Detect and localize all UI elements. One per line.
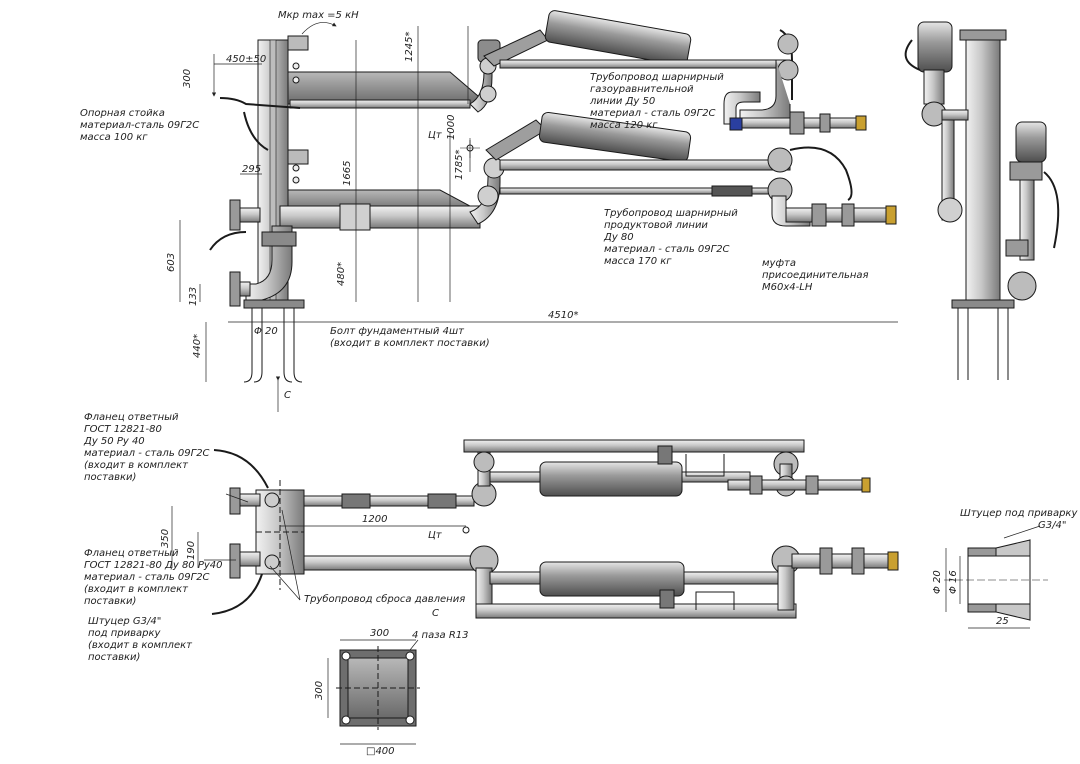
note-fitting-4: поставки)	[88, 652, 141, 663]
dim-1785: 1785*	[454, 149, 465, 180]
upper-arm-plate	[287, 71, 479, 105]
note-gas-line-5: масса 120 кг	[590, 120, 658, 131]
dim-603: 603	[166, 252, 177, 272]
note-fitting-1: Штуцер G3/4"	[88, 616, 162, 627]
section-c-plan: С	[432, 608, 439, 619]
note-flange-du50: Фланец ответный ГОСТ 12821-80 Ду 50 Ру 4…	[84, 412, 210, 484]
note-bolt-1: Болт фундаментный 4шт	[330, 326, 464, 337]
note-product-line-2: продуктовой линии	[604, 220, 708, 231]
note-flange1-3: Ду 50 Ру 40	[84, 436, 145, 447]
note-fitting-2: под приварку	[88, 628, 161, 639]
note-gas-line: Трубопровод шарнирный газоуравнительной …	[590, 72, 724, 132]
dim-295: 295	[242, 164, 262, 175]
dim-1000: 1000	[446, 114, 457, 140]
dim-thread: G3/4"	[1038, 520, 1067, 531]
note-coupling-2: присоединительная	[762, 270, 869, 281]
note-bolt-2: (входит в комплект поставки)	[330, 338, 490, 349]
plan-view	[171, 439, 899, 619]
dim-1665: 1665	[342, 160, 353, 186]
note-flange1-4: материал - сталь 09Г2С	[84, 448, 210, 459]
section-c-top: С	[284, 390, 291, 401]
base-plate-detail	[327, 639, 420, 745]
note-fitting-3: (входит в комплект	[88, 640, 192, 651]
note-product-line: Трубопровод шарнирный продуктовой линии …	[604, 208, 738, 268]
dim-4510: 4510*	[548, 310, 579, 321]
dim-plate-400: □400	[366, 746, 395, 757]
note-product-line-1: Трубопровод шарнирный	[604, 208, 738, 219]
dim-1245: 1245*	[404, 31, 415, 62]
note-flange2-1: Фланец ответный	[84, 548, 179, 559]
dim-440: 440*	[192, 333, 203, 358]
note-coupling-1: муфта	[762, 258, 796, 269]
note-flange1-2: ГОСТ 12821-80	[84, 424, 162, 435]
dim-len-fitting: 25	[996, 616, 1009, 627]
note-stand-line-3: масса 100 кг	[80, 132, 148, 143]
note-flange-du80: Фланец ответный ГОСТ 12821-80 Ду 80 Ру40…	[84, 548, 223, 608]
weld-fitting-detail	[944, 525, 1048, 629]
note-gas-line-4: материал - сталь 09Г2С	[590, 108, 716, 119]
note-product-line-5: масса 170 кг	[604, 256, 672, 267]
note-fitting-g34: Штуцер G3/4" под приварку (входит в комп…	[88, 616, 192, 664]
note-flange2-3: материал - сталь 09Г2С	[84, 572, 210, 583]
note-product-line-3: Ду 80	[604, 232, 634, 243]
flange-left-1	[229, 199, 241, 231]
coupling-lower	[885, 205, 897, 225]
coupling-upper	[855, 115, 867, 131]
dim-300-top: 300	[182, 68, 193, 88]
note-flange2-4: (входит в комплект	[84, 584, 188, 595]
note-bolt: Болт фундаментный 4шт (входит в комплект…	[330, 326, 490, 350]
note-gas-line-2: газоуравнительной	[590, 84, 694, 95]
note-pressure-relief: Трубопровод сброса давления	[304, 594, 466, 605]
note-stand-line-2: материал-сталь 09Г2С	[80, 120, 200, 131]
note-gas-line-3: линии Ду 50	[590, 96, 656, 107]
ct-label-top: Цт	[428, 130, 442, 141]
note-stand: Опорная стойка материал-сталь 09Г2С масс…	[80, 108, 199, 144]
dim-1200: 1200	[362, 514, 388, 525]
note-flange2-2: ГОСТ 12821-80 Ду 80 Ру40	[84, 560, 223, 571]
flange-left-2	[229, 271, 241, 307]
blue-valve	[729, 117, 743, 131]
note-coupling-3: М60х4-LH	[762, 282, 813, 293]
dim-d20-fitting: Φ 20	[932, 570, 943, 594]
side-view	[904, 21, 1060, 380]
dim-190: 190	[186, 540, 197, 560]
note-flange1-6: поставки)	[84, 472, 137, 483]
dim-d20: Φ 20	[254, 326, 278, 337]
note-stand-line-1: Опорная стойка	[80, 108, 165, 119]
ct-label-plan: Цт	[428, 530, 442, 541]
note-product-line-4: материал - сталь 09Г2С	[604, 244, 730, 255]
note-flange1-1: Фланец ответный	[84, 412, 179, 423]
product-balance-cylinder	[538, 111, 692, 163]
dim-plate-300-top: 300	[370, 628, 390, 639]
weld-fitting-title: Штуцер под приварку	[960, 508, 1078, 519]
dim-450: 450±50	[226, 54, 267, 65]
note-flange2-5: поставки)	[84, 596, 137, 607]
dim-slots: 4 паза R13	[412, 630, 469, 641]
dim-plate-300-side: 300	[314, 680, 325, 700]
dim-d16-fitting: Φ 16	[948, 570, 959, 594]
dim-133: 133	[188, 286, 199, 306]
elevation-view	[179, 10, 898, 412]
note-flange1-5: (входит в комплект	[84, 460, 188, 471]
note-coupling: муфта присоединительная М60х4-LH	[762, 258, 869, 294]
note-gas-line-1: Трубопровод шарнирный	[590, 72, 724, 83]
dim-350: 350	[160, 528, 171, 548]
moment-label: Мкр max =5 кН	[278, 10, 359, 21]
gas-balance-cylinder	[544, 10, 692, 66]
dim-480: 480*	[336, 261, 347, 286]
